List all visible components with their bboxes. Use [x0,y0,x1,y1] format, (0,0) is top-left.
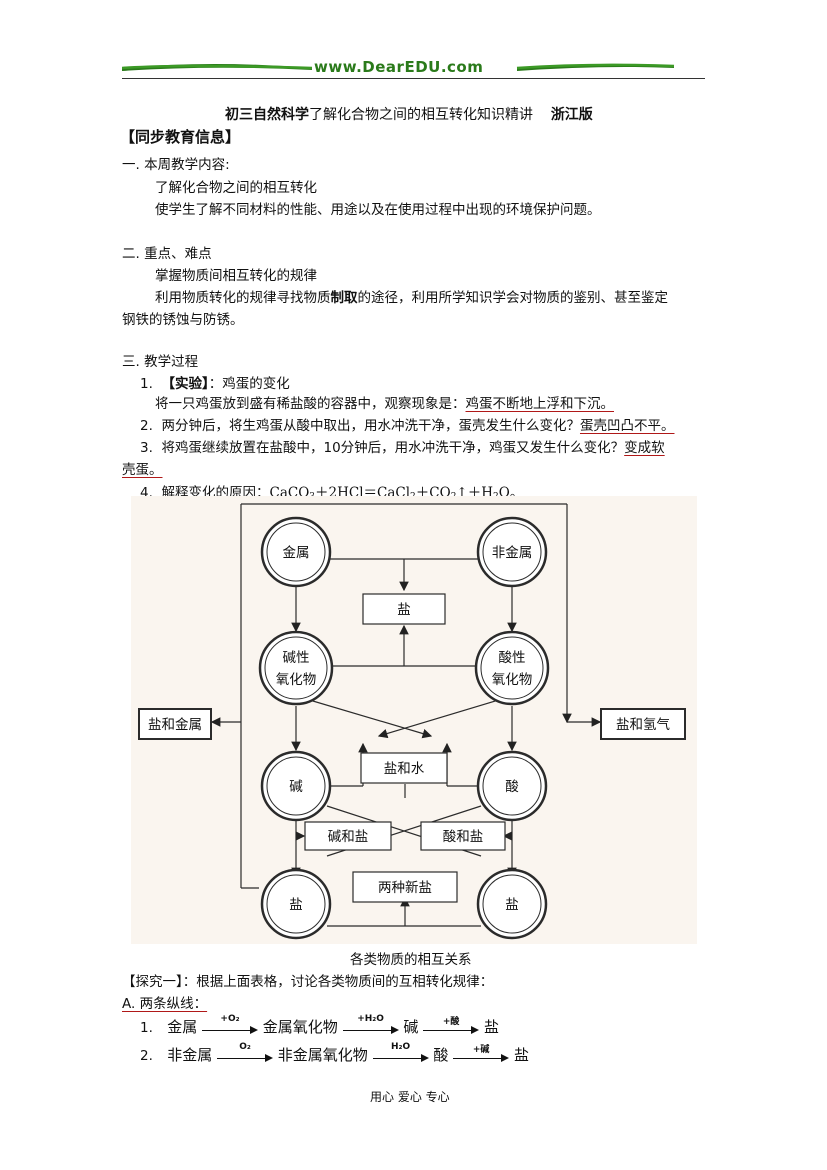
inquiry-text: ：根据上面表格，讨论各类物质间的互相转化规律： [182,974,494,990]
title-grade-subject: 初三自然科学 [225,107,309,123]
node-metal: 金属 [283,545,310,561]
chain2-arrow3: +碱 [453,1045,510,1063]
node-acidic-oxide-2: 氧化物 [492,672,533,688]
page-title: 初三自然科学了解化合物之间的相互转化知识精讲 浙江版 [225,104,593,124]
arrow-right-icon [471,1025,480,1034]
section2-line2-b: 的途径，利用所学知识学会对物质的鉴别、甚至鉴定 [357,290,669,306]
section3-heading: 三. 教学过程 [122,354,199,370]
chain1-arrow3: +酸 [423,1017,480,1035]
node-two-new-salts: 两种新盐 [378,880,432,896]
sync-info-heading: 【同步教育信息】 [120,128,241,146]
chain1-a: 金属 [167,1018,198,1036]
chain1-c: 碱 [403,1018,419,1036]
section1-line2: 使学生了解不同材料的性能、用途以及在使用过程中出现的环境保护问题。 [155,202,601,218]
item3-num: 3. [140,440,153,456]
item1-label: 【实验】 [161,376,209,392]
item1: 1. 【实验】：鸡蛋的变化 [140,372,290,392]
chain2-arrow2: H₂O [372,1042,429,1063]
header-rule [122,78,705,79]
inquiry-line: 【探究一】：根据上面表格，讨论各类物质间的互相转化规律： [122,970,493,990]
item1-text: ：鸡蛋的变化 [208,376,290,392]
item1-answer: 鸡蛋不断地上浮和下沉。 [465,396,615,412]
node-salt-right: 盐 [505,897,519,913]
chain2: 2. 非金属 O₂ 非金属氧化物 H₂O 酸 +碱 盐 [140,1042,529,1065]
item3-answer-a: 变成软 [624,440,665,456]
section2-line3: 钢铁的锈蚀与防锈。 [122,312,244,328]
chain1: 1. 金属 +O₂ 金属氧化物 +H₂O 碱 +酸 盐 [140,1014,499,1037]
node-salt-and-water: 盐和水 [384,761,425,777]
item2: 2. 两分钟后，将生鸡蛋从酸中取出，用水冲洗干净，蛋壳发生什么变化？蛋壳凹凸不平… [140,414,674,434]
arrow-right-icon [420,1053,429,1062]
arrow-right-icon [501,1053,510,1062]
chain2-arrow1: O₂ [217,1042,273,1063]
section2-heading: 二. 重点、难点 [122,246,212,262]
node-basic-oxide-2: 氧化物 [276,672,317,688]
chain1-b: 金属氧化物 [262,1018,338,1036]
chain2-num: 2. [140,1048,153,1064]
chain1-arrow1: +O₂ [202,1014,258,1035]
node-salt-and-metal: 盐和金属 [148,717,202,733]
title-topic: 了解化合物之间的相互转化知识精讲 [309,107,533,123]
item3-answer-b: 壳蛋。 [122,462,163,478]
node-base-and-salt: 碱和盐 [328,829,369,845]
item2-text: 两分钟后，将生鸡蛋从酸中取出，用水冲洗干净，蛋壳发生什么变化？ [161,418,580,434]
node-nonmetal: 非金属 [492,545,533,561]
chain2-c: 酸 [433,1046,449,1064]
item2-num: 2. [140,418,153,434]
node-salt-and-hydrogen: 盐和氢气 [616,717,670,733]
section1-line1: 了解化合物之间的相互转化 [155,180,317,196]
section2-line2-bold: 制取 [330,290,358,306]
substance-relation-diagram: 金属 非金属 盐 碱性 氧化物 酸性 氧化物 盐和金属 盐和氢气 碱 酸 盐和水… [131,496,697,944]
diagram-caption: 各类物质的相互关系 [350,952,472,968]
node-basic-oxide-1: 碱性 [283,650,310,666]
chain1-num: 1. [140,1020,153,1036]
node-acid: 酸 [505,779,519,795]
node-acid-and-salt: 酸和盐 [443,829,484,845]
section2-line2-a: 利用物质转化的规律寻找物质 [155,290,331,306]
node-acidic-oxide-1: 酸性 [499,650,526,666]
section1-heading: 一. 本周教学内容: [122,157,230,173]
chain2-d: 盐 [513,1046,529,1064]
section2-line1: 掌握物质间相互转化的规律 [155,268,317,284]
item1-num: 1. [140,376,153,392]
two-lines-heading: A. 两条纵线： [122,996,208,1012]
logo-text[interactable]: www.DearEDU.com [314,58,484,76]
item3-text: 将鸡蛋继续放置在盐酸中，10分钟后，用水冲洗干净，鸡蛋又发生什么变化？ [161,440,625,456]
arrow-right-icon [250,1025,258,1034]
footer-text: 用心 爱心 专心 [370,1090,450,1104]
arrow-right-icon [265,1053,273,1062]
chain1-arrow2: +H₂O [342,1014,399,1035]
item3: 3. 将鸡蛋继续放置在盐酸中，10分钟后，用水冲洗干净，鸡蛋又发生什么变化？变成… [140,436,665,456]
item1-detail: 将一只鸡蛋放到盛有稀盐酸的容器中，观察现象是：鸡蛋不断地上浮和下沉。 [155,392,614,412]
item1-detail-text: 将一只鸡蛋放到盛有稀盐酸的容器中，观察现象是： [155,396,466,412]
item2-answer: 蛋壳凹凸不平。 [579,418,675,434]
chain1-d: 盐 [483,1018,499,1036]
chain2-b: 非金属氧化物 [277,1046,368,1064]
section2-line2: 利用物质转化的规律寻找物质制取的途径，利用所学知识学会对物质的鉴别、甚至鉴定 [155,286,668,306]
title-edition: 浙江版 [550,107,593,123]
arrow-right-icon [390,1025,399,1034]
chain2-a: 非金属 [167,1046,213,1064]
header-logo: www.DearEDU.com [122,56,705,80]
node-salt-top: 盐 [397,602,411,618]
item3-continued: 壳蛋。 [122,458,163,478]
node-salt-left: 盐 [289,897,303,913]
node-base: 碱 [289,779,303,795]
logo-swoosh-icon [122,63,675,71]
inquiry-label: 【探究一】 [122,974,183,990]
